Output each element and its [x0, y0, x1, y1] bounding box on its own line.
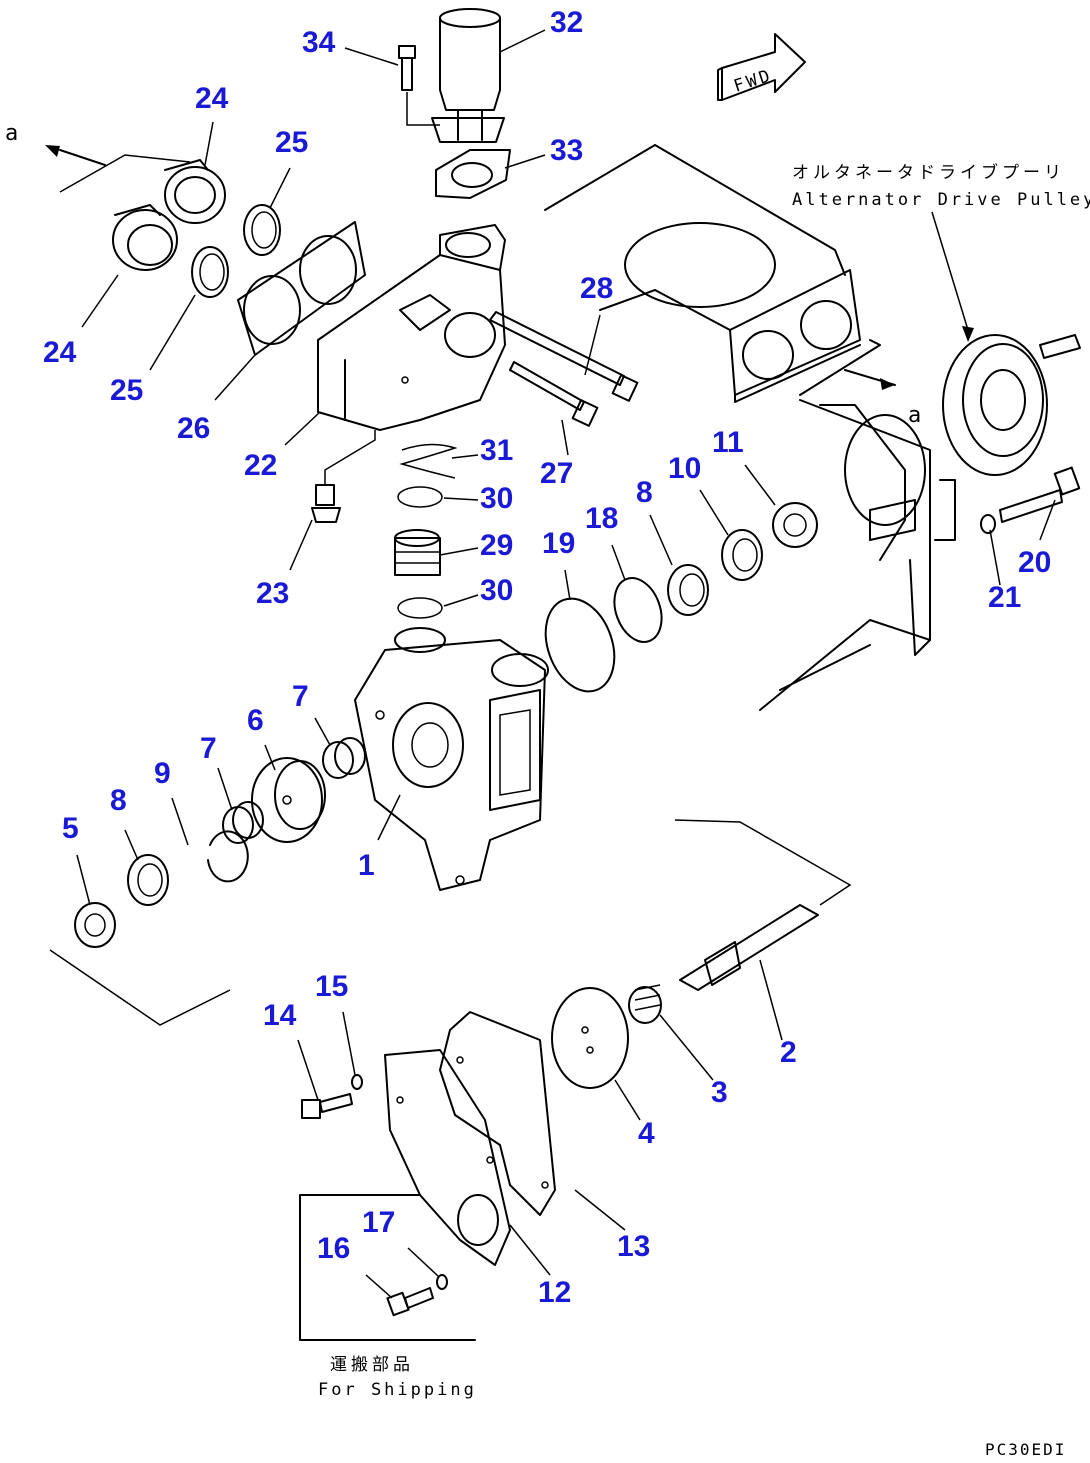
callout-numbers: 34 32 33 24 25 24 25 26 22 23 28 27 31 3…	[43, 6, 1051, 1309]
callout-13: 13	[617, 1230, 650, 1263]
gasket-part-13	[439, 1011, 556, 1216]
bolt-part-28	[489, 311, 639, 402]
arrow-a-left-label: a	[5, 121, 18, 146]
callout-17: 17	[362, 1206, 395, 1239]
callout-1: 1	[358, 849, 375, 882]
seal-part-3	[628, 984, 662, 1024]
callout-4: 4	[638, 1117, 655, 1150]
bracket-lines-right	[674, 819, 852, 906]
oring-part-30-upper	[397, 486, 443, 508]
washer-part-21	[980, 514, 996, 534]
callout-7-lower: 7	[200, 732, 217, 765]
callout-2: 2	[780, 1036, 797, 1069]
bush-part-7-upper	[322, 737, 366, 779]
sensor-part-23	[311, 430, 376, 523]
callout-19: 19	[542, 527, 575, 560]
circlip-part-9	[207, 830, 249, 883]
arrow-a-right-label: a	[908, 403, 921, 428]
pump-body-part-1	[354, 627, 549, 891]
alternator-label-en: Alternator Drive Pulley	[792, 190, 1090, 210]
drawing-code: PC30EDI	[985, 1440, 1066, 1459]
bracket-lines-left	[49, 949, 231, 1026]
callout-8-lower: 8	[110, 784, 127, 817]
callout-30-upper: 30	[480, 482, 513, 515]
callout-20: 20	[1018, 546, 1051, 579]
callout-9: 9	[154, 757, 171, 790]
spring-part-31	[399, 443, 458, 479]
impeller-part-6	[251, 757, 326, 843]
shipping-label-jp: 運搬部品	[330, 1355, 414, 1375]
callout-18: 18	[585, 502, 618, 535]
callout-14: 14	[263, 999, 297, 1032]
bearing-part-8-upper	[667, 564, 709, 616]
bolt-part-14	[301, 1093, 353, 1119]
callout-29: 29	[480, 529, 513, 562]
callout-15: 15	[315, 970, 348, 1003]
bolt-part-20	[999, 466, 1081, 523]
leader-lines	[76, 29, 1056, 1299]
gasket-part-33	[435, 149, 511, 199]
callout-6: 6	[247, 704, 264, 737]
callout-10: 10	[668, 452, 701, 485]
bearing-part-8-lower	[127, 854, 169, 906]
callout-24-upper: 24	[195, 82, 229, 115]
gasket-part-12	[384, 1049, 511, 1266]
housing-part-22	[317, 224, 506, 431]
fwd-label: FWD	[731, 65, 775, 96]
callout-25-lower: 25	[110, 374, 143, 407]
washer-part-15	[351, 1074, 363, 1090]
alternator-label-group: オルタネータドライブプーリ Alternator Drive Pulley	[792, 162, 1090, 342]
shipping-parts-box: 運搬部品 For Shipping	[299, 1194, 477, 1400]
shaft-part-2	[679, 904, 819, 991]
pulley-part	[942, 334, 1081, 476]
bolt-part-27	[509, 361, 599, 427]
bearing-part-10	[721, 529, 763, 581]
fwd-arrow-icon: FWD	[717, 33, 806, 101]
callout-21: 21	[988, 581, 1021, 614]
callout-27: 27	[540, 457, 573, 490]
callout-5: 5	[62, 812, 79, 845]
arrow-a-left-icon: a	[5, 121, 191, 193]
plug-part-29	[394, 529, 441, 576]
bolt-part-34	[398, 45, 440, 126]
callout-16: 16	[317, 1232, 350, 1265]
callout-24-lower: 24	[43, 336, 77, 369]
callout-34: 34	[302, 26, 336, 59]
callout-26: 26	[177, 412, 210, 445]
callout-11: 11	[712, 426, 744, 459]
callout-12: 12	[538, 1276, 571, 1309]
seal-part-18	[613, 577, 663, 643]
seal-part-5	[74, 902, 116, 948]
callout-23: 23	[256, 577, 289, 610]
cover-part-4	[551, 987, 629, 1089]
callout-22: 22	[244, 449, 277, 482]
callout-31: 31	[480, 434, 513, 467]
arrow-a-right-icon: a	[844, 369, 921, 428]
callout-3: 3	[711, 1076, 728, 1109]
seal-part-25-upper	[243, 204, 281, 256]
callout-30-lower: 30	[480, 574, 513, 607]
oring-part-30-lower	[397, 597, 443, 619]
callout-8-upper: 8	[636, 476, 653, 509]
shipping-label-en: For Shipping	[318, 1380, 477, 1400]
gasket-part-26	[237, 221, 366, 356]
callout-7-upper: 7	[292, 680, 309, 713]
callout-33: 33	[550, 134, 583, 167]
cylinder-block-outline	[544, 144, 956, 711]
seal-part-25-lower	[191, 246, 229, 298]
bush-part-7-lower	[222, 801, 264, 844]
seal-part-19	[544, 597, 616, 693]
alternator-label-jp: オルタネータドライブプーリ	[792, 162, 1065, 183]
thermostat-part-24-lower	[112, 204, 178, 271]
callout-32: 32	[550, 6, 583, 39]
thermostat-part-24-upper	[164, 159, 226, 224]
seal-part-11	[772, 502, 818, 548]
callout-25-upper: 25	[275, 126, 308, 159]
pipe-part-32	[431, 8, 505, 143]
callout-28: 28	[580, 272, 613, 305]
